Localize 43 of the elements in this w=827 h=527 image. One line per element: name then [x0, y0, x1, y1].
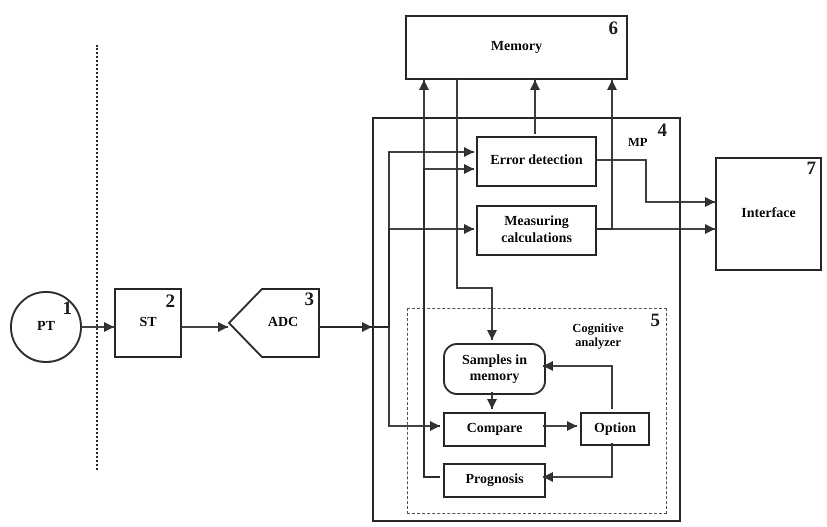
- block-number: 2: [166, 292, 175, 311]
- arrow: [182, 322, 228, 332]
- block-label: PT: [36, 318, 56, 336]
- block-label: Prognosis: [464, 472, 525, 489]
- block-label: Memory: [490, 39, 544, 56]
- processor-frame: [372, 117, 681, 522]
- block-number: 3: [304, 290, 314, 309]
- block-number: 5: [650, 311, 660, 330]
- arrow: [456, 80, 497, 340]
- block-label: Compare: [466, 421, 524, 438]
- block-label: ST: [138, 314, 158, 332]
- block-label: Error detection: [489, 153, 584, 170]
- arrow: [82, 322, 114, 332]
- arrow: [543, 421, 577, 431]
- arrow: [487, 392, 497, 409]
- block-number: 6: [608, 19, 618, 38]
- block-number: 7: [806, 159, 816, 178]
- block-label: Measuring calculations: [500, 214, 573, 247]
- block-label: MP: [628, 135, 648, 150]
- storage-box: [443, 343, 546, 395]
- analyzer-group: [407, 308, 667, 514]
- block-label: Interface: [740, 206, 797, 222]
- converter-block: [228, 288, 320, 358]
- process-box: [443, 412, 546, 447]
- interface-box: [715, 157, 822, 271]
- arrow: [543, 361, 613, 409]
- arrow: [595, 159, 715, 207]
- process-box: [580, 412, 650, 446]
- process-box: [476, 136, 597, 187]
- block-number: 1: [62, 299, 72, 318]
- block-label: Cognitive analyzer: [571, 321, 625, 350]
- arrow: [423, 164, 474, 478]
- arrow: [543, 443, 613, 482]
- block-label: Option: [592, 420, 637, 438]
- block-number: 4: [658, 121, 667, 140]
- arrow: [530, 80, 540, 134]
- process-box: [476, 205, 597, 256]
- memory-box: [405, 15, 628, 80]
- block-label: Samples in memory: [461, 352, 528, 386]
- process-box: [114, 288, 182, 358]
- arrow: [595, 80, 617, 230]
- process-box: [443, 463, 546, 498]
- block-label: ADC: [266, 314, 300, 332]
